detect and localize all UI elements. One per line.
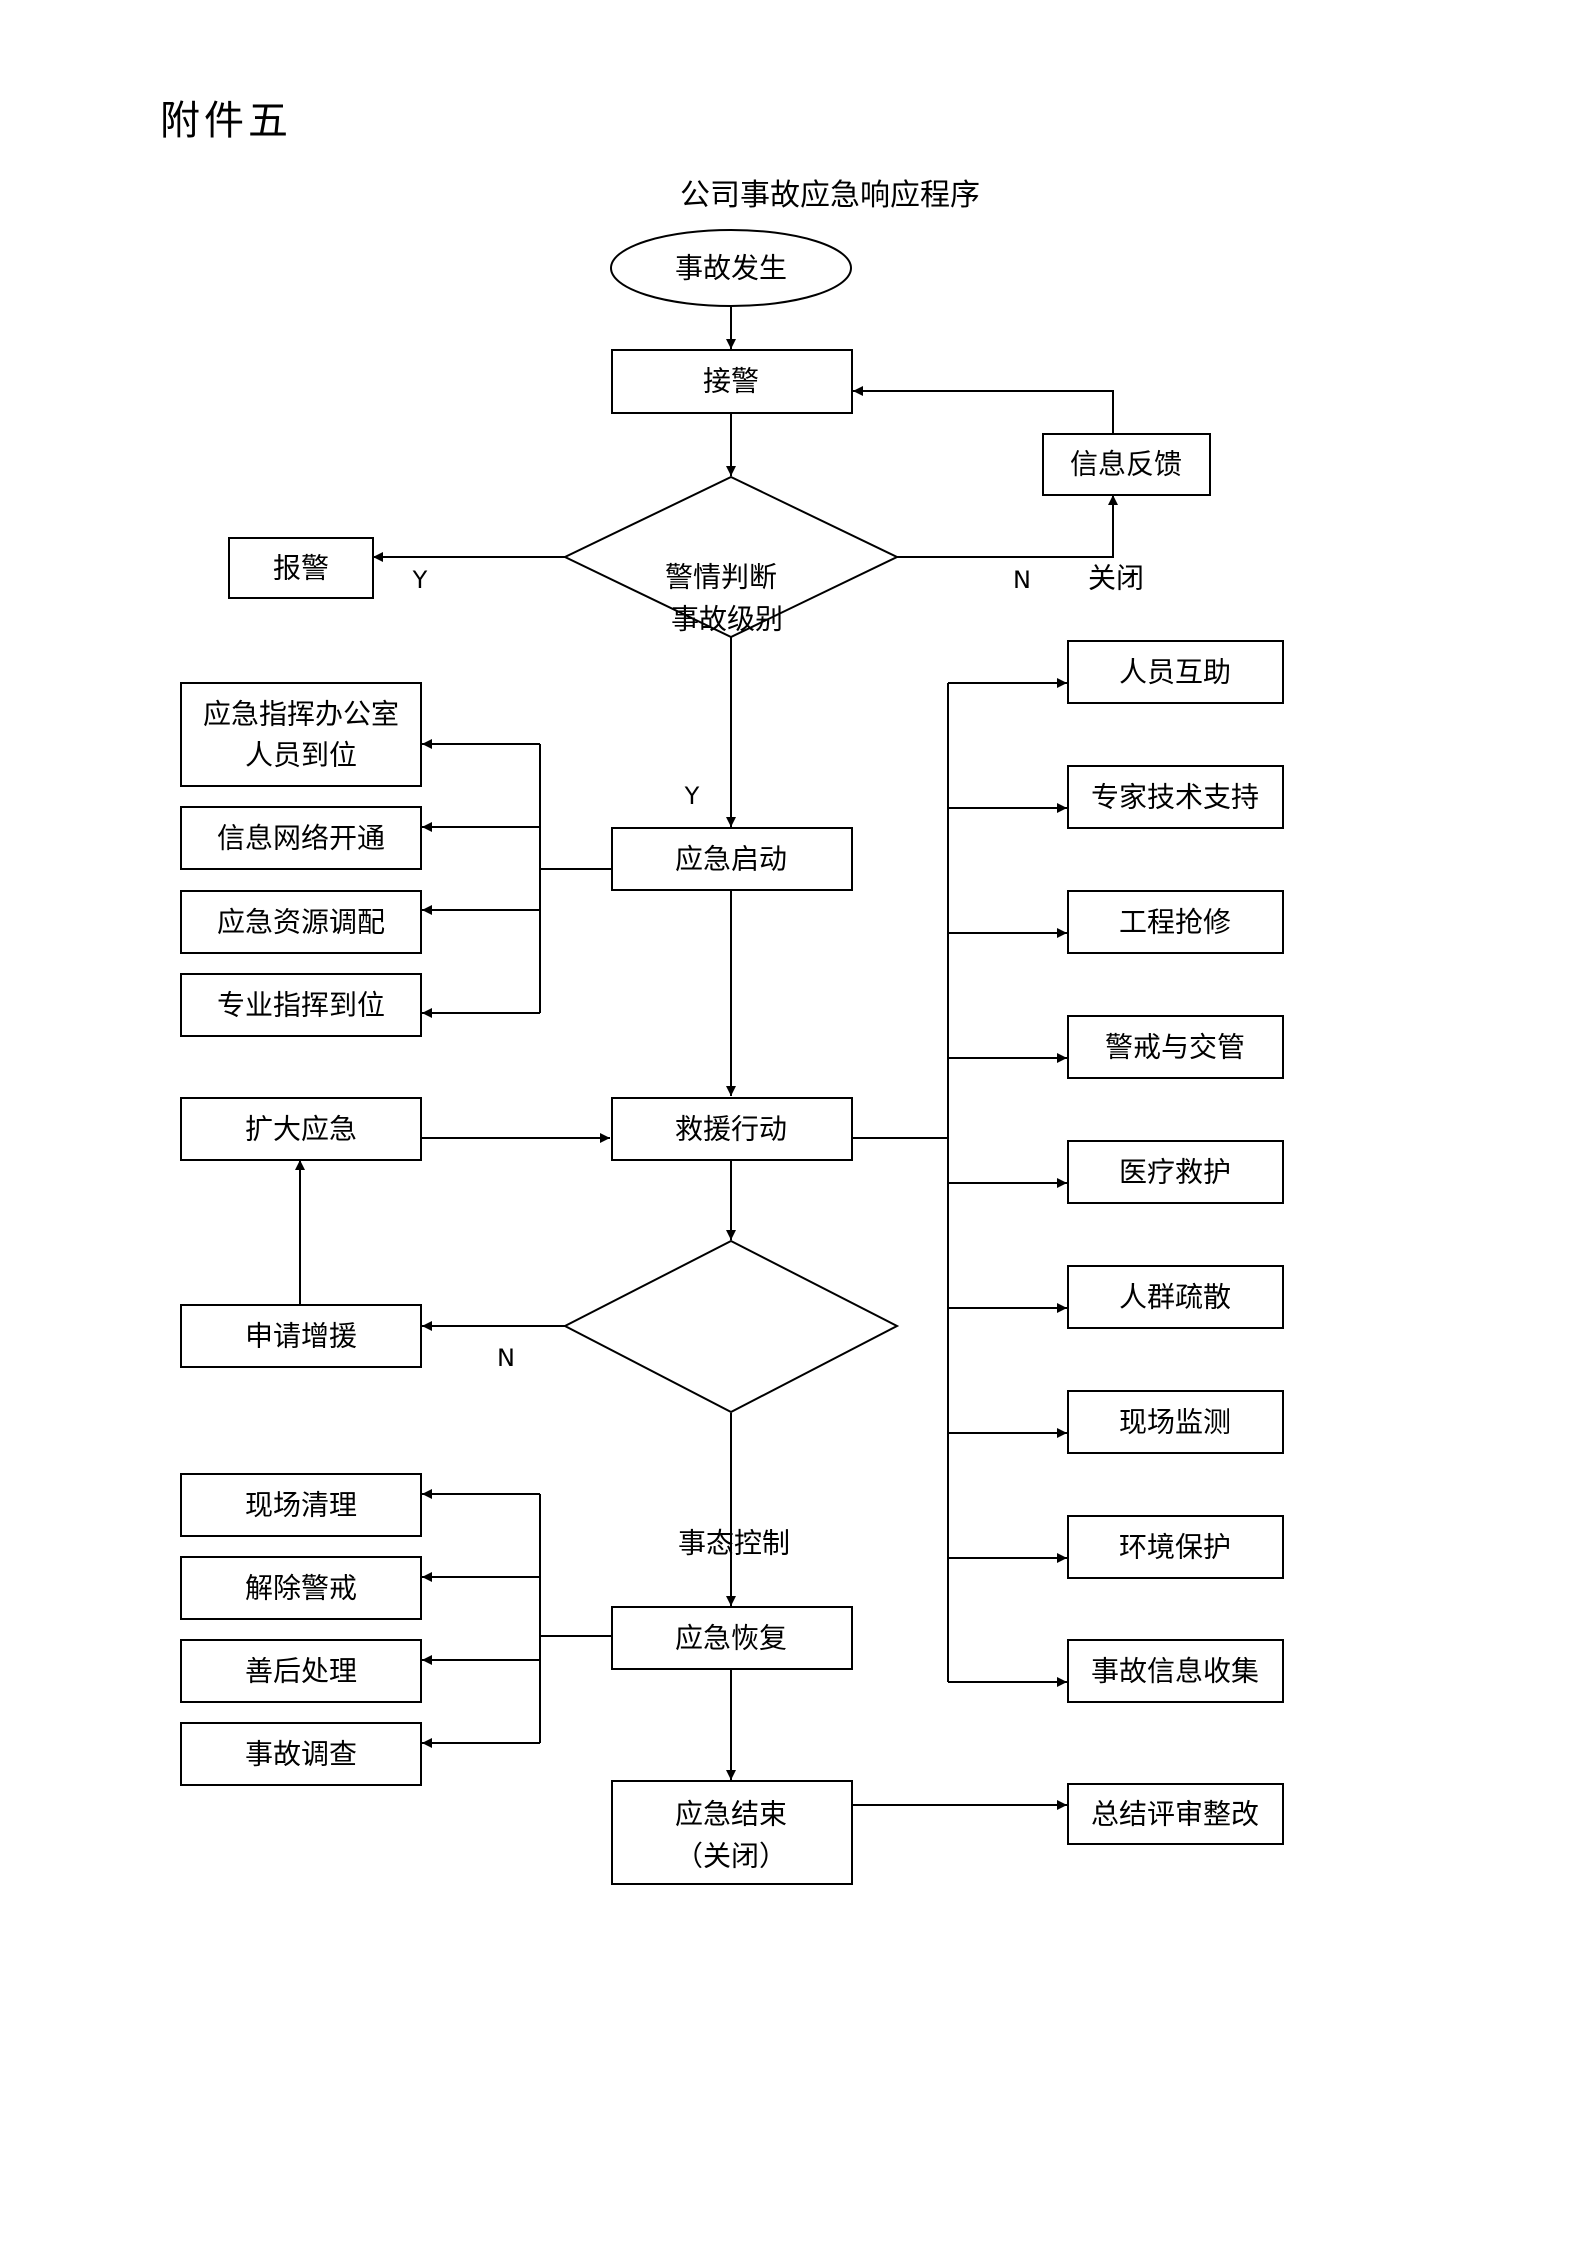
start-node: 事故发生 [610,229,852,307]
expert-node-label: 专家技术支持 [1091,781,1259,814]
info-node-label: 事故信息收集 [1091,1655,1259,1688]
rescue-node-label: 救援行动 [675,1113,787,1146]
office-node: 应急指挥办公室 人员到位 [180,682,422,787]
arrow-judge-to-feedback [897,495,1118,558]
monitor-node: 现场监测 [1067,1390,1284,1454]
receive-node-label: 接警 [703,365,759,398]
office-label-line1: 应急指挥办公室 [203,698,399,731]
resources-node-label: 应急资源调配 [217,906,385,939]
command-node: 专业指挥到位 [180,973,422,1037]
lift-node: 解除警戒 [180,1556,422,1620]
lift-node-label: 解除警戒 [245,1572,357,1605]
environment-node-label: 环境保护 [1119,1531,1231,1564]
command-node-label: 专业指挥到位 [217,989,385,1022]
resources-node: 应急资源调配 [180,890,422,954]
feedback-node-label: 信息反馈 [1070,448,1182,481]
judge-decision: 警情判断 事故级别 [562,475,900,639]
yes-activate-label: Y [684,782,700,810]
monitor-node-label: 现场监测 [1119,1406,1231,1439]
environment-node: 环境保护 [1067,1515,1284,1579]
recovery-node: 应急恢复 [611,1606,853,1670]
evacuate-node-label: 人群疏散 [1119,1281,1231,1314]
no-request-label: N [497,1344,515,1372]
attachment-label: 附件五 [160,98,292,144]
cleanup-node: 现场清理 [180,1473,422,1537]
summary-node-label: 总结评审整改 [1091,1798,1259,1831]
repair-node-label: 工程抢修 [1119,906,1231,939]
end-label-line2: （关闭） [675,1840,787,1873]
aftermath-node-label: 善后处理 [245,1655,357,1688]
medical-node: 医疗救护 [1067,1140,1284,1204]
alarm-node: 报警 [228,537,374,599]
traffic-node: 警戒与交管 [1067,1015,1284,1079]
close-label: 关闭 [1088,562,1144,595]
arrow-feedback-to-receive [853,386,1114,433]
diagram-title: 公司事故应急响应程序 [680,178,980,213]
yes-alarm-label: Y [412,566,428,594]
control-decision [562,1239,900,1414]
expand-node-label: 扩大应急 [245,1113,357,1146]
request-node-label: 申请增援 [245,1320,357,1353]
alarm-node-label: 报警 [273,552,329,585]
evacuate-node: 人群疏散 [1067,1265,1284,1329]
medical-node-label: 医疗救护 [1119,1156,1231,1189]
control-label: 事态控制 [678,1527,790,1560]
activate-node-label: 应急启动 [675,843,787,876]
receive-node: 接警 [611,349,853,414]
office-label-line2: 人员到位 [245,739,357,772]
mutual-node: 人员互助 [1067,640,1284,704]
expand-node: 扩大应急 [180,1097,422,1161]
end-node: 应急结束 （关闭） [611,1780,853,1885]
summary-node: 总结评审整改 [1067,1783,1284,1845]
traffic-node-label: 警戒与交管 [1105,1031,1245,1064]
network-node: 信息网络开通 [180,806,422,870]
rescue-node: 救援行动 [611,1097,853,1161]
aftermath-node: 善后处理 [180,1639,422,1703]
recovery-node-label: 应急恢复 [675,1622,787,1655]
investigate-node: 事故调查 [180,1722,422,1786]
expert-node: 专家技术支持 [1067,765,1284,829]
judge-label-line2: 事故级别 [671,603,783,636]
activate-node: 应急启动 [611,827,853,891]
investigate-node-label: 事故调查 [245,1738,357,1771]
mutual-node-label: 人员互助 [1119,656,1231,689]
request-node: 申请增援 [180,1304,422,1368]
repair-node: 工程抢修 [1067,890,1284,954]
connectors [295,307,1118,1810]
end-label-line1: 应急结束 [675,1798,787,1831]
feedback-node: 信息反馈 [1042,433,1211,496]
no-close-label: N [1013,566,1031,594]
judge-label-line1: 警情判断 [665,561,777,594]
cleanup-node-label: 现场清理 [245,1489,357,1522]
start-node-label: 事故发生 [675,252,787,285]
network-node-label: 信息网络开通 [217,822,385,855]
info-node: 事故信息收集 [1067,1639,1284,1703]
